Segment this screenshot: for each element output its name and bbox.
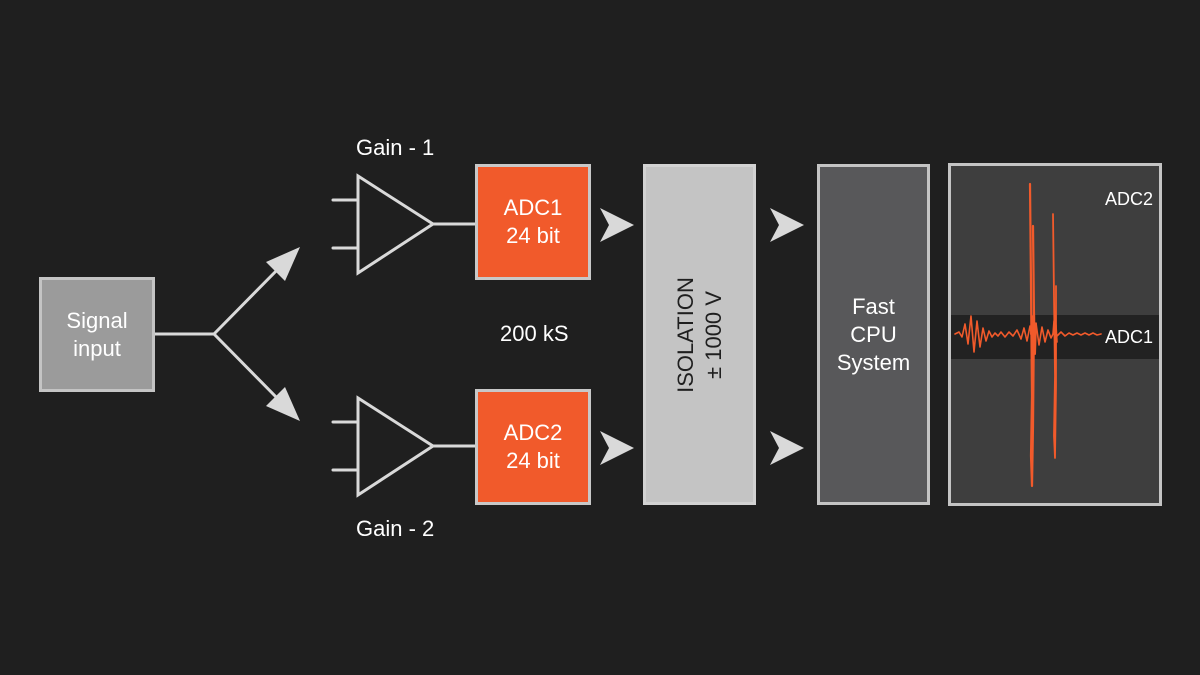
cpu-line1: Fast: [852, 293, 895, 319]
branch-lower-wire: [212, 332, 284, 405]
adc1-name: ADC1: [503, 195, 563, 220]
cpu-block: Fast CPU System: [817, 164, 930, 505]
cpu-line3: System: [836, 349, 911, 375]
scope-adc2-label: ADC2: [1105, 189, 1154, 209]
arrow-upper-icon: [266, 247, 300, 281]
isolation-text: ISOLATION ± 1000 V: [672, 277, 728, 393]
adc2-block: ADC2 24 bit: [475, 389, 591, 505]
arrow-isolation-to-cpu-lower-icon: [770, 431, 804, 465]
adc2-name: ADC2: [503, 420, 563, 445]
signal-input-block: Signal input: [39, 277, 155, 392]
adc2-spike-2: [1052, 213, 1057, 459]
scope-adc1-label: ADC1: [1105, 327, 1154, 347]
branch-upper-wire: [212, 263, 284, 336]
adc1-waveform: [954, 315, 1102, 353]
gain-2-label: Gain - 2: [356, 516, 435, 541]
amplifier-2-icon: [356, 395, 436, 498]
arrow-lower-icon: [266, 387, 300, 421]
sample-rate-label: 200 kS: [500, 321, 569, 346]
arrow-adc2-to-isolation-icon: [600, 431, 634, 465]
signal-input-line2: input: [73, 335, 121, 361]
isolation-block: ISOLATION ± 1000 V: [643, 164, 756, 505]
isolation-line1: ISOLATION: [672, 276, 698, 393]
arrow-isolation-to-cpu-upper-icon: [770, 208, 804, 242]
cpu-line2: CPU: [850, 321, 897, 347]
adc2-resolution: 24 bit: [506, 448, 560, 473]
adc1-block: ADC1 24 bit: [475, 164, 591, 280]
adc1-resolution: 24 bit: [506, 223, 560, 248]
scope-display: ADC2 ADC1: [948, 163, 1162, 506]
gain-1-label: Gain - 1: [356, 135, 435, 160]
amplifier-1-icon: [356, 173, 436, 276]
scope-waveform: [954, 182, 1102, 488]
arrow-adc1-to-isolation-icon: [600, 208, 634, 242]
adc2-spike-1: [1028, 182, 1036, 488]
isolation-line2: ± 1000 V: [700, 290, 726, 379]
signal-input-line1: Signal: [66, 307, 128, 333]
